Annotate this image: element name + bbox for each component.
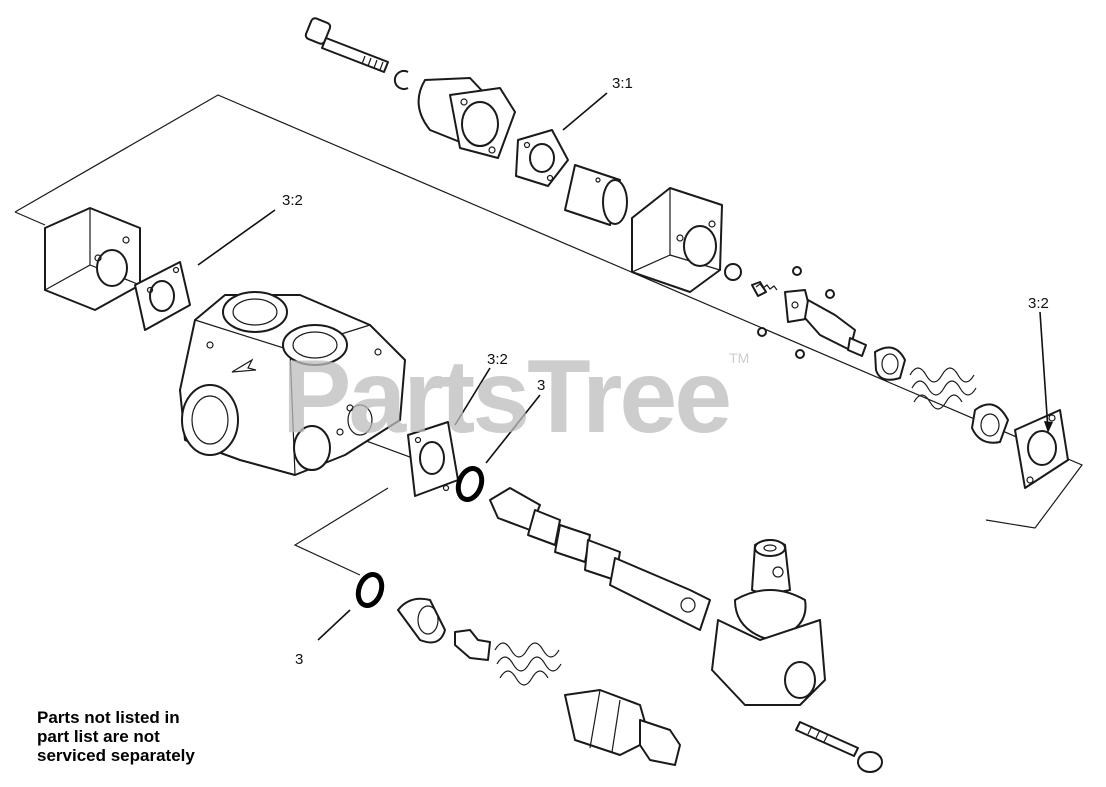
valve-housing-right: [631, 187, 723, 293]
relief-adjuster: [564, 689, 681, 766]
main-spool: [489, 487, 711, 631]
steel-balls: [757, 266, 835, 359]
end-cap-left: [44, 207, 141, 311]
parts-note-line-2: part list are not: [37, 727, 160, 746]
gasket-right: [1014, 409, 1069, 489]
relief-cap: [397, 597, 446, 644]
large-spring: [909, 367, 977, 410]
retainer-cup: [971, 403, 1009, 444]
parts-note-line-1: Parts not listed in: [37, 708, 180, 727]
leader-lines: [197, 92, 1053, 641]
spring-seat: [874, 346, 906, 381]
small-spring: [751, 281, 778, 297]
parts-note: Parts not listed in part list are not se…: [37, 708, 195, 765]
lever-bolt: [795, 721, 883, 773]
o-ring-lower: [355, 572, 385, 608]
poppet-spool: [784, 289, 867, 357]
watermark-tm: TM: [729, 350, 750, 366]
sleeve-top: [564, 164, 628, 226]
watermark: PartsTreeTM: [282, 345, 749, 449]
parts-note-line-3: serviced separately: [37, 746, 195, 765]
end-cap-top: [417, 77, 516, 159]
callout-3-upper: 3: [537, 377, 546, 394]
top-bolt: [304, 17, 389, 73]
relief-poppet: [454, 629, 491, 661]
valve-body: [179, 291, 406, 476]
gasket-center: [407, 421, 459, 497]
callout-3-1: 3:1: [612, 75, 633, 92]
callout-3-lower: 3: [295, 651, 304, 668]
lever-mount: [711, 539, 826, 706]
callout-3-2-center: 3:2: [487, 351, 508, 368]
callout-3-2-right: 3:2: [1028, 295, 1049, 312]
relief-spring: [494, 642, 562, 686]
gasket-top: [515, 129, 569, 187]
gasket-left: [134, 261, 191, 331]
check-ball: [724, 263, 742, 281]
o-ring-upper: [455, 466, 485, 502]
snap-ring: [393, 70, 409, 90]
callout-3-2-left: 3:2: [282, 192, 303, 209]
watermark-text: PartsTree: [282, 339, 732, 455]
